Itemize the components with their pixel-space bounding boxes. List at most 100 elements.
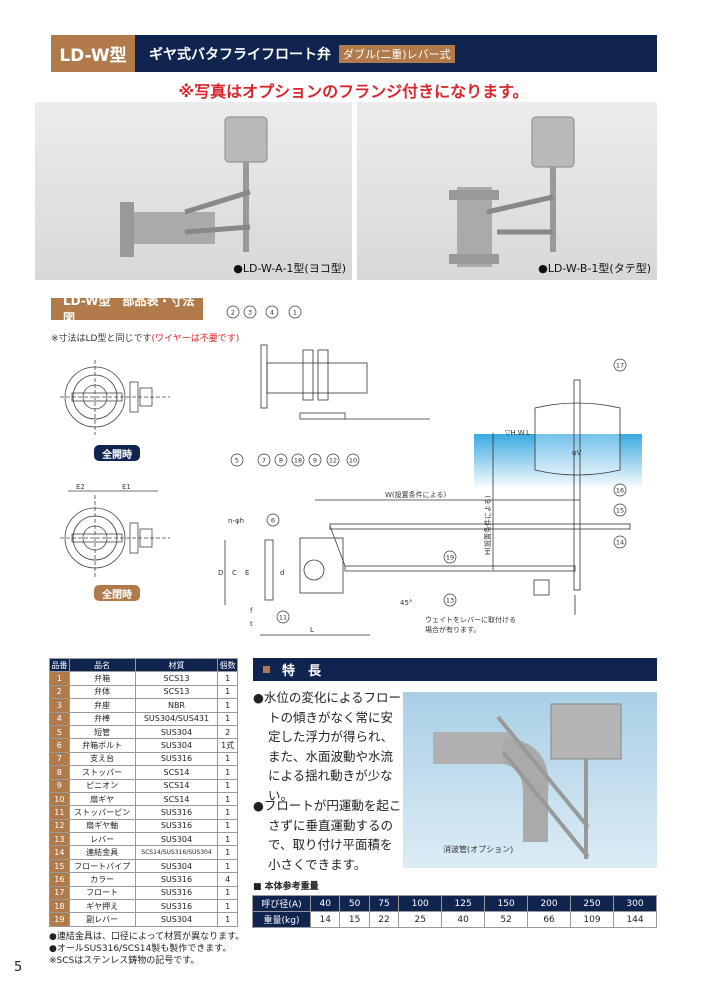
part-qty: 1 — [217, 845, 238, 860]
part-qty: 1 — [217, 684, 238, 700]
part-material: SUS316 — [134, 751, 219, 767]
part-no: 17 — [49, 885, 70, 901]
valve-front-view-closed: E2 E1 — [60, 483, 170, 578]
part-qty: 1 — [217, 791, 238, 807]
callout-number: 10 — [349, 457, 357, 465]
callout-number: 12 — [329, 457, 337, 465]
col-header: 品番 — [49, 657, 70, 673]
part-name: 弁棒 — [68, 711, 136, 726]
part-no: 14 — [49, 845, 70, 860]
part-no: 9 — [49, 778, 70, 793]
part-qty: 1 — [217, 832, 238, 847]
col-header: 個数 — [217, 657, 238, 673]
label-t: t — [250, 620, 253, 628]
label-nphih: n-φh — [228, 517, 244, 525]
callout-number: 15 — [616, 507, 624, 515]
size-value: 100 — [398, 895, 443, 912]
part-name: ストッパーピン — [68, 805, 136, 820]
product-photo-vertical: ●LD-W-B-1型(タテ型) — [357, 102, 657, 280]
size-value: 150 — [484, 895, 529, 912]
part-name: 弁体 — [68, 684, 136, 700]
callout-number: 18 — [294, 457, 302, 465]
callout-number: 7 — [262, 457, 266, 465]
callout-number: 8 — [279, 457, 283, 465]
callout-circle — [613, 483, 627, 497]
label-l: L — [310, 626, 314, 634]
part-name: 扇ギヤ — [68, 791, 136, 807]
part-qty: 1 — [217, 899, 238, 914]
callout-circle — [291, 453, 305, 467]
photo-notice: ※写真はオプションのフランジ付きになります。 — [178, 82, 529, 101]
callout-circle — [613, 503, 627, 517]
dim-e1: E1 — [122, 483, 131, 491]
callout-circle — [226, 305, 240, 319]
photo-label: 消波管(オプション) — [443, 844, 513, 854]
callout-number: 14 — [616, 539, 624, 547]
size-value: 125 — [441, 895, 486, 912]
part-qty: 1式 — [217, 738, 238, 753]
label-c: C — [232, 569, 237, 577]
part-qty: 1 — [217, 858, 238, 874]
callout-circle — [266, 513, 280, 527]
parts-note: ●オールSUS316/SCS14製も製作できます。 — [49, 944, 232, 954]
callout-number: 19 — [446, 554, 454, 562]
row-label: 重量(kg) — [252, 911, 311, 928]
callout-circle — [276, 610, 290, 624]
part-material: SUS316 — [134, 805, 219, 820]
row-label: 呼び径(A) — [252, 895, 311, 912]
size-value: 250 — [570, 895, 614, 912]
product-subtitle: ダブル(二重)レバー式 — [339, 44, 455, 63]
part-no: 12 — [49, 818, 70, 834]
weight-value: 40 — [441, 911, 486, 928]
installation-photo: 消波管(オプション) — [403, 692, 657, 868]
callout-number: 13 — [446, 597, 454, 605]
part-material: SUS304 — [134, 832, 219, 847]
weight-value: 144 — [612, 911, 658, 928]
callout-number: 9 — [313, 457, 317, 465]
callout-circle — [443, 550, 457, 564]
callout-circle — [326, 453, 340, 467]
part-name: ストッパー — [68, 765, 136, 780]
part-material: SUS304 — [134, 724, 219, 740]
callout-circle — [265, 305, 279, 319]
section-title: LD-W型 部品表・寸法図 — [51, 294, 203, 325]
parts-note: ※SCSはステンレス鋳物の記号です。 — [49, 956, 200, 966]
part-qty: 1 — [217, 671, 238, 686]
part-no: 11 — [49, 805, 70, 820]
callout-number: 4 — [270, 309, 274, 317]
part-name: 弁箱 — [68, 671, 136, 686]
photo-caption: ●LD-W-B-1型(タテ型) — [538, 262, 651, 275]
note-text: ※寸法はLD型と同じです — [51, 334, 152, 344]
label-hwl: ▽H.W.L — [505, 429, 530, 437]
callout-circle — [288, 305, 302, 319]
part-name: フロートパイプ — [68, 858, 136, 874]
callout-number: 5 — [235, 457, 239, 465]
label-d: d — [280, 569, 284, 577]
part-no: 16 — [49, 872, 70, 887]
part-material: SCS14 — [134, 765, 219, 780]
part-name: 連結金具 — [68, 845, 136, 860]
part-qty: 1 — [217, 698, 238, 713]
callout-number: 16 — [616, 487, 624, 495]
size-value: 75 — [368, 895, 400, 912]
size-value: 50 — [339, 895, 370, 912]
part-name: 弁箱ボルト — [68, 738, 136, 753]
parts-note: ●連結金具は、口径によって材質が異なります。 — [49, 932, 245, 942]
label-angle: 45° — [400, 599, 412, 607]
part-name: 短管 — [68, 724, 136, 740]
part-name: ギヤ押え — [68, 899, 136, 914]
weight-value: 14 — [309, 911, 341, 928]
part-no: 18 — [49, 899, 70, 914]
callout-circle — [274, 453, 288, 467]
header-bar: LD-W型 ギヤ式バタフライフロート弁 ダブル(二重)レバー式 — [51, 35, 657, 72]
product-title: ギヤ式バタフライフロート弁 — [149, 46, 331, 63]
